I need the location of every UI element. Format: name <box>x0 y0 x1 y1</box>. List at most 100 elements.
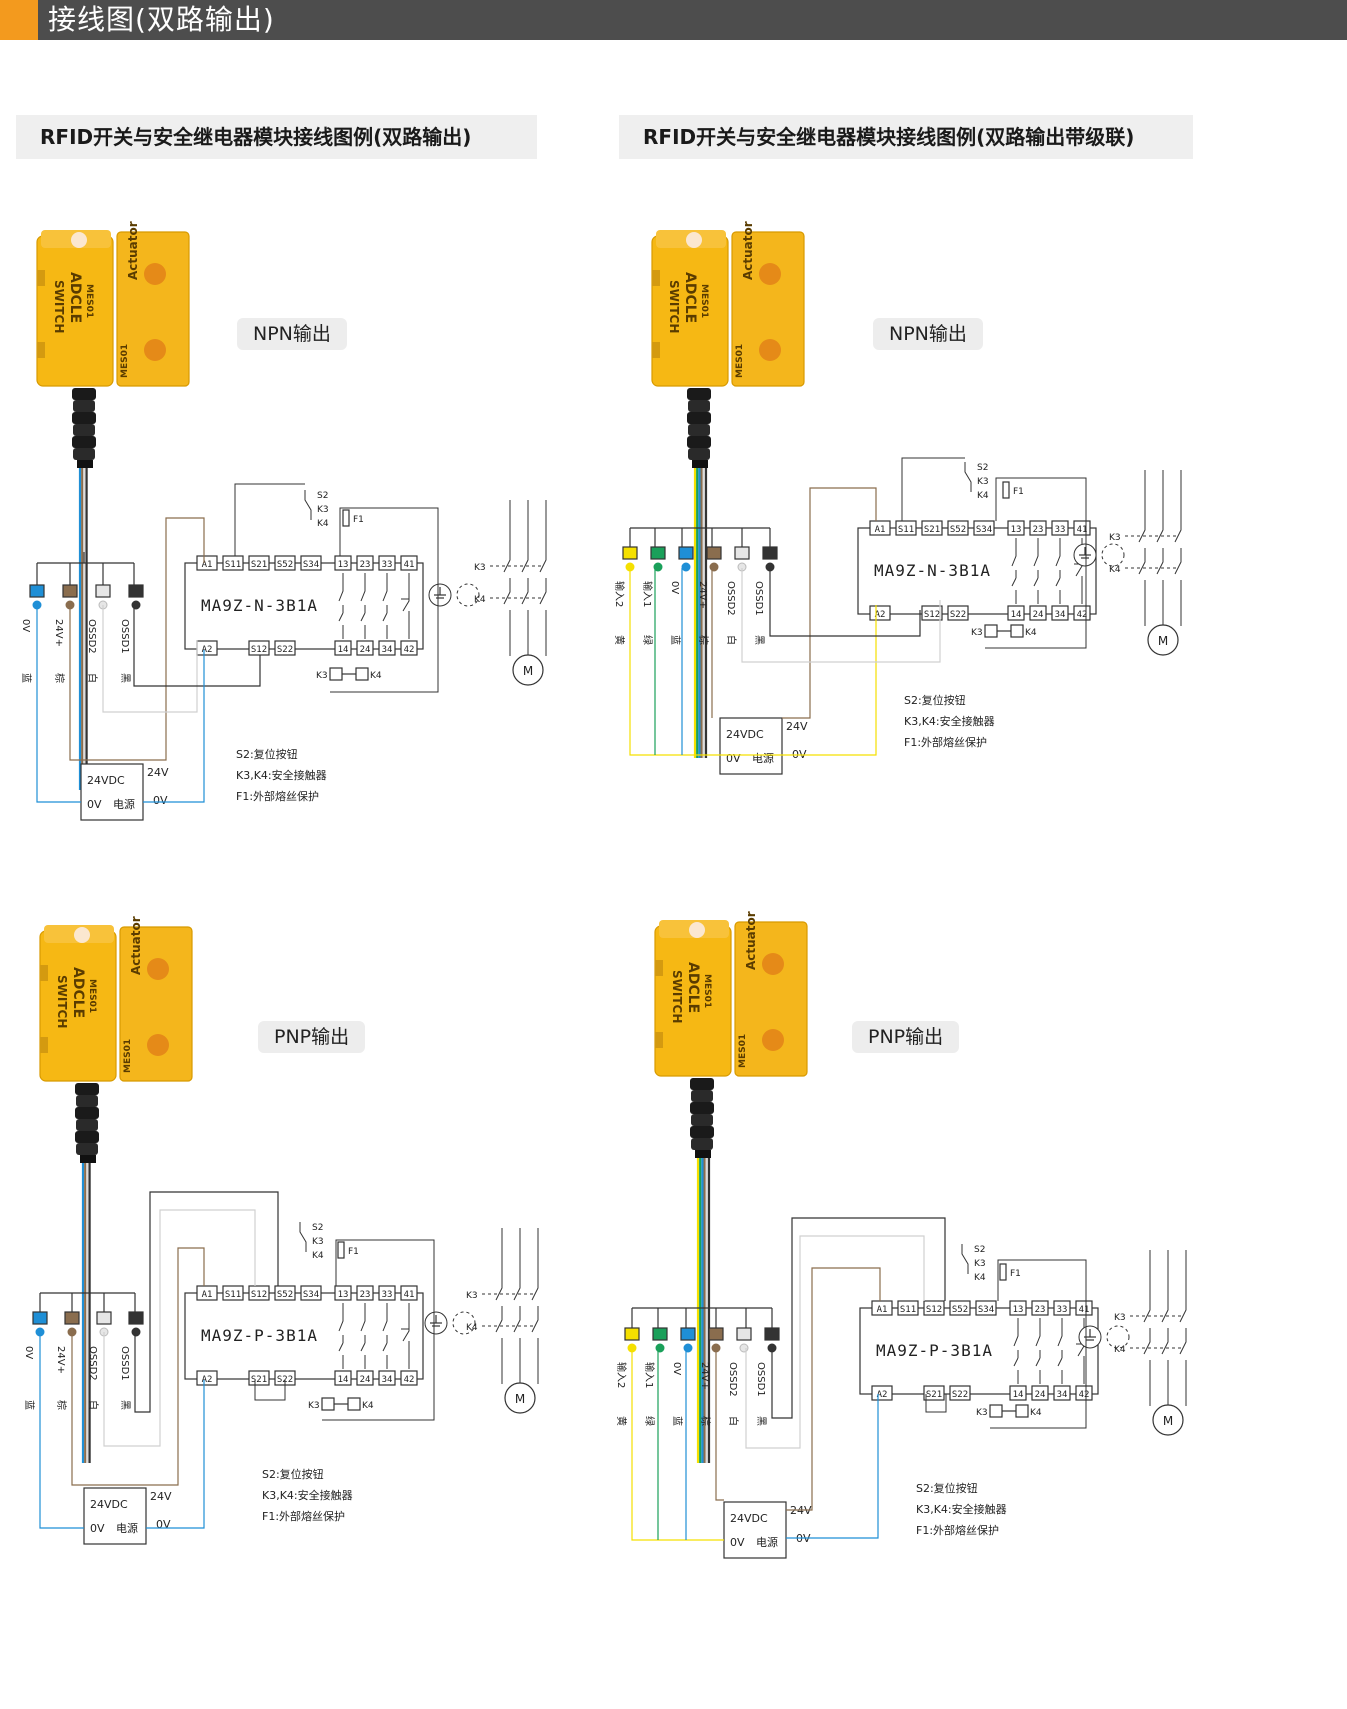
terminal-label: A2 <box>877 1390 888 1400</box>
earth-symbol <box>424 1311 476 1335</box>
psu-out-0v: 0V <box>153 794 168 807</box>
wire-name: 24V+ <box>53 619 64 647</box>
wire-blue <box>143 650 205 803</box>
wire-brown <box>786 1267 881 1511</box>
wire-name: 输入1 <box>643 1362 656 1388</box>
switch-notch <box>37 342 45 358</box>
terminal-box <box>1007 605 1025 621</box>
wire-name: 0V <box>669 581 680 594</box>
terminal-box <box>400 640 418 656</box>
k4-label: K4 <box>977 491 989 501</box>
cable-gland <box>691 1138 713 1150</box>
k4-coil-icon <box>1015 1404 1029 1418</box>
wire-color: 蓝 <box>20 673 32 683</box>
terminal-box <box>947 605 969 621</box>
terminal-box <box>378 555 396 571</box>
indicator-led-icon <box>74 927 90 943</box>
earth-symbol <box>1073 543 1125 567</box>
terminal-box <box>869 605 891 621</box>
terminal-label: S21 <box>924 525 940 535</box>
terminal-label: 41 <box>1077 525 1088 535</box>
reset-button-icon <box>961 1244 969 1274</box>
switch-type: SWITCH <box>52 280 66 333</box>
dashed-ground-icon <box>1106 1325 1130 1349</box>
wire-name: 输入2 <box>615 1362 628 1388</box>
earth-symbol <box>428 583 480 607</box>
cable-gland <box>687 388 711 400</box>
terminal-label: A1 <box>202 1290 213 1300</box>
wire-bridge <box>925 1394 947 1413</box>
k3-coil-icon <box>321 1397 335 1411</box>
wire-reset <box>901 457 965 521</box>
s2-label: S2 <box>977 463 988 473</box>
terminal-box <box>895 520 917 536</box>
psu-name: 电源 <box>116 1521 138 1535</box>
terminal-box <box>400 1370 418 1386</box>
wire-yellow <box>631 1348 724 1541</box>
output-label-npn-right: NPN输出 <box>873 318 983 350</box>
terminal-label: 33 <box>1057 1305 1068 1315</box>
wire-terminal <box>624 1327 640 1341</box>
terminal-label: 23 <box>360 560 371 570</box>
legend-item: F1:外部熔丝保护 <box>916 1523 999 1537</box>
terminal-label: A1 <box>202 560 213 570</box>
wire-white <box>102 605 198 713</box>
page-title: 接线图(双路输出) <box>48 3 275 36</box>
cable-gland <box>72 412 96 424</box>
wire-name: 24V+ <box>55 1346 66 1374</box>
terminal-label: 42 <box>404 1375 415 1385</box>
terminal-box <box>334 1370 352 1386</box>
motor-label: M <box>515 1392 525 1406</box>
switch-model: MES01 <box>87 979 97 1013</box>
switch-notch <box>652 342 660 358</box>
f1-label: F1 <box>1010 1269 1021 1279</box>
terminal-box <box>869 520 891 536</box>
cable-gland <box>695 1150 711 1158</box>
legend-item: K3,K4:安全接触器 <box>236 768 327 782</box>
psu-24vdc: 24VDC <box>730 1512 768 1525</box>
wire-yellow <box>629 568 877 756</box>
screw-icon <box>147 1034 169 1056</box>
k3-label: K3 <box>974 1259 986 1269</box>
terminal-label: 14 <box>1013 1390 1024 1400</box>
contact-symbol-icon <box>360 1303 366 1369</box>
legend-item: S2:复位按钮 <box>236 747 298 761</box>
wire-fuse <box>985 477 1087 649</box>
terminal-box <box>1075 1385 1093 1401</box>
terminal-label: S11 <box>225 560 241 570</box>
terminal-box <box>1029 520 1047 536</box>
wire-terminal <box>650 546 666 560</box>
terminal-box <box>1007 520 1025 536</box>
psu-0v: 0V <box>726 752 741 765</box>
terminal-box <box>196 1370 218 1386</box>
contactor-line <box>1143 1250 1151 1406</box>
wire-blue <box>36 605 81 803</box>
wire-color: 棕 <box>699 1416 712 1426</box>
mechanical-link <box>482 1293 534 1327</box>
wire-name: 24V+ <box>697 581 708 609</box>
terminal-label: 24 <box>360 645 371 655</box>
k4-coil-icon <box>1010 624 1024 638</box>
indicator-led-icon <box>686 232 702 248</box>
wire-brown <box>71 1247 205 1486</box>
terminal-box <box>949 1385 971 1401</box>
legend-item: F1:外部熔丝保护 <box>236 789 319 803</box>
wire-color: 蓝 <box>23 1400 35 1410</box>
terminal-box <box>196 555 218 571</box>
switch-notch <box>37 270 45 286</box>
motor-icon <box>1152 1404 1184 1436</box>
psu-24vdc: 24VDC <box>726 728 764 741</box>
actuator-model: MES01 <box>120 344 130 378</box>
cable-gland <box>690 1102 714 1114</box>
terminal-label: S34 <box>303 560 319 570</box>
cable-gland <box>72 388 96 400</box>
